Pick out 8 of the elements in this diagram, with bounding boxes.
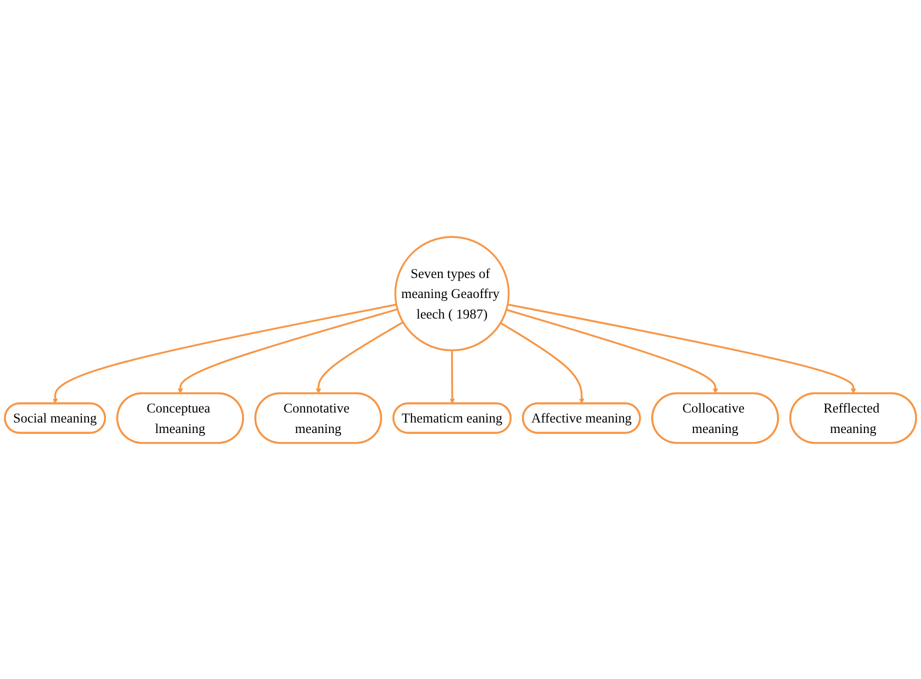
- arrow: [52, 303, 397, 404]
- arrow: [450, 350, 455, 404]
- arrow: [500, 322, 584, 404]
- arrow: [178, 308, 398, 394]
- node-circle: Seven types of meaning Geaoffry leech ( 1987): [394, 236, 510, 351]
- arrow: [316, 321, 404, 394]
- arrow: [508, 303, 856, 394]
- arrow: [506, 308, 718, 394]
